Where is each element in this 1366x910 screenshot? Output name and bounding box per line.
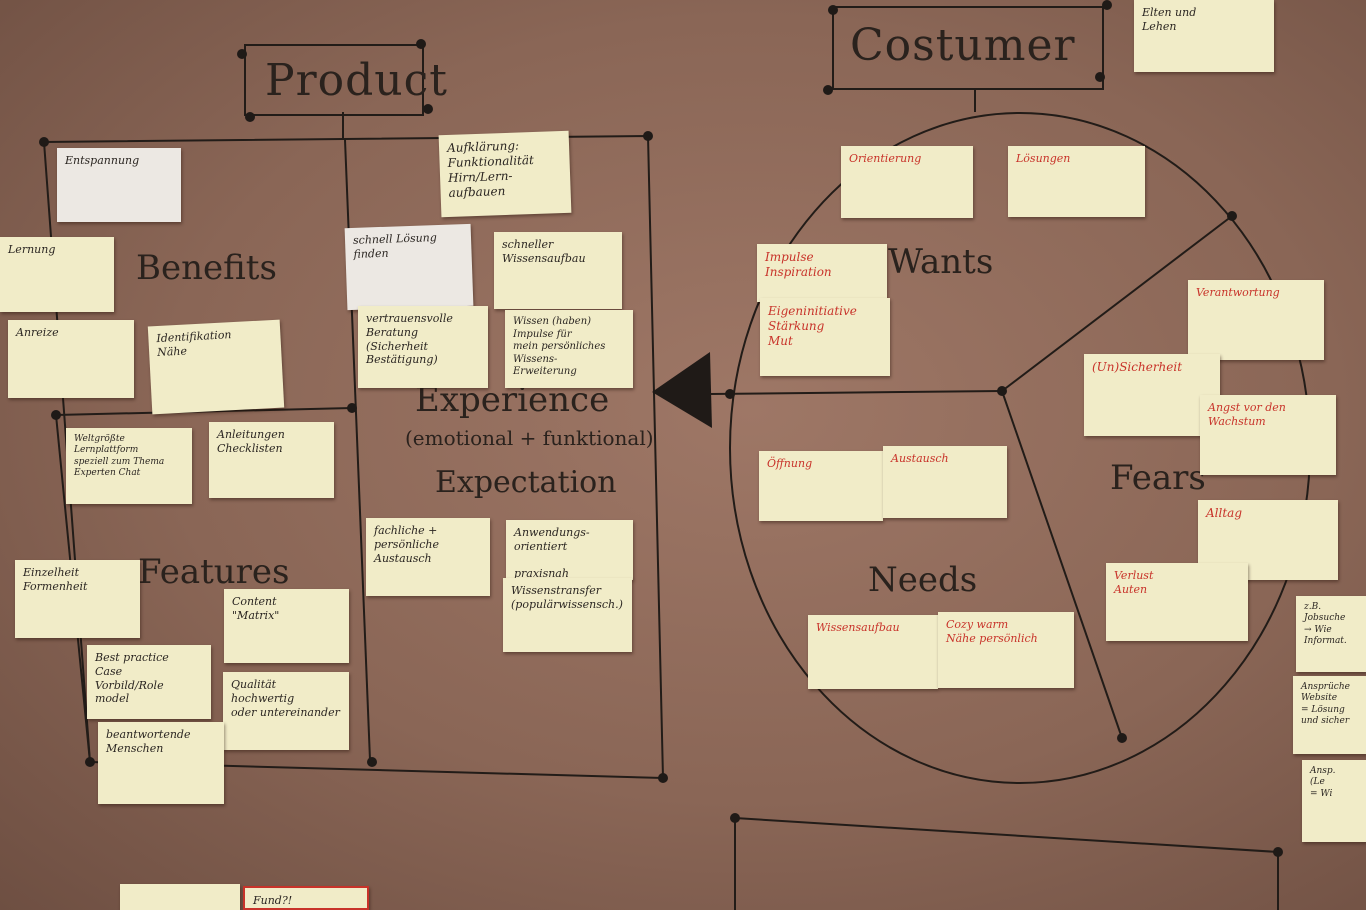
sticky-note: Ansprüche Website = Lösung und sicher (1293, 676, 1366, 754)
sticky-note: z.B. Jobsuche → Wie Informat. (1296, 596, 1366, 672)
sticky-note: Cozy warm Nähe persönlich (938, 612, 1074, 688)
sticky-note: Lernung (0, 237, 114, 312)
arrow-head (652, 352, 712, 428)
sticky-note: beantwortende Menschen (98, 722, 224, 804)
sticky-note: Content "Matrix" (224, 589, 349, 663)
expectation-label: Expectation (435, 465, 617, 500)
sticky-note: Ansp. (Le = Wi (1302, 760, 1366, 842)
sticky-note: Anwendungs- orientiert praxisnah (506, 520, 633, 580)
fears-label: Fears (1110, 458, 1206, 498)
customer-title-box (832, 6, 1104, 90)
sticky-note: Best practice Case Vorbild/Role model (87, 645, 211, 719)
sticky-note: Anleitungen Checklisten (209, 422, 334, 498)
sticky-note: Wissen (haben) Impulse für mein persönli… (505, 310, 633, 388)
sticky-note: (Un)Sicherheit (1084, 354, 1220, 436)
sticky-note: Anreize (8, 320, 134, 398)
sticky-note: Eigeninitiative Stärkung Mut (760, 298, 890, 376)
experience-sub-label: (emotional + funktional) (405, 426, 654, 450)
sticky-note: Elten und Lehen (1134, 0, 1274, 72)
sticky-note: Identifikation Nähe (147, 319, 285, 415)
sticky-note: Entspannung (57, 148, 181, 222)
wants-label: Wants (888, 242, 994, 282)
product-title: Product (265, 55, 448, 106)
needs-label: Needs (868, 560, 978, 600)
sticky-note: vertrauensvolle Beratung (Sicherheit Bes… (358, 306, 488, 388)
customer-title: Costumer (850, 20, 1076, 71)
sticky-note: Verantwortung (1188, 280, 1324, 360)
ink-dots (39, 0, 1283, 857)
benefits-label: Benefits (136, 248, 277, 288)
sticky-note: Weltgrößte Lernplattform speziell zum Th… (66, 428, 192, 504)
sticky-note: Qualität hochwertig oder untereinander (223, 672, 349, 750)
arrow-line (709, 390, 1003, 395)
sticky-note (120, 884, 240, 910)
sticky-note: Fund?! (243, 886, 369, 910)
sticky-note: Aufklärung: Funktionalität Hirn/Lern- au… (438, 130, 572, 218)
sticky-note: fachliche + persönliche Austausch (366, 518, 490, 596)
sticky-note: schneller Wissensaufbau (494, 232, 622, 309)
sticky-note: schnell Lösung finden (344, 223, 474, 311)
sticky-note: Angst vor den Wachstum (1200, 395, 1336, 475)
sticky-note: Impulse Inspiration (757, 244, 887, 302)
sticky-note: Austausch (883, 446, 1007, 518)
product-title-box (244, 44, 424, 116)
sticky-note: Orientierung (841, 146, 973, 218)
features-label: Features (138, 552, 290, 592)
sticky-note: Verlust Auten (1106, 563, 1248, 641)
sticky-note: Wissenstransfer (populärwissensch.) (503, 578, 632, 652)
sticky-note: Öffnung (759, 451, 883, 521)
sticky-note: Wissensaufbau (808, 615, 938, 689)
sticky-note: Einzelheit Formenheit (15, 560, 140, 638)
sticky-note: Lösungen (1008, 146, 1145, 217)
